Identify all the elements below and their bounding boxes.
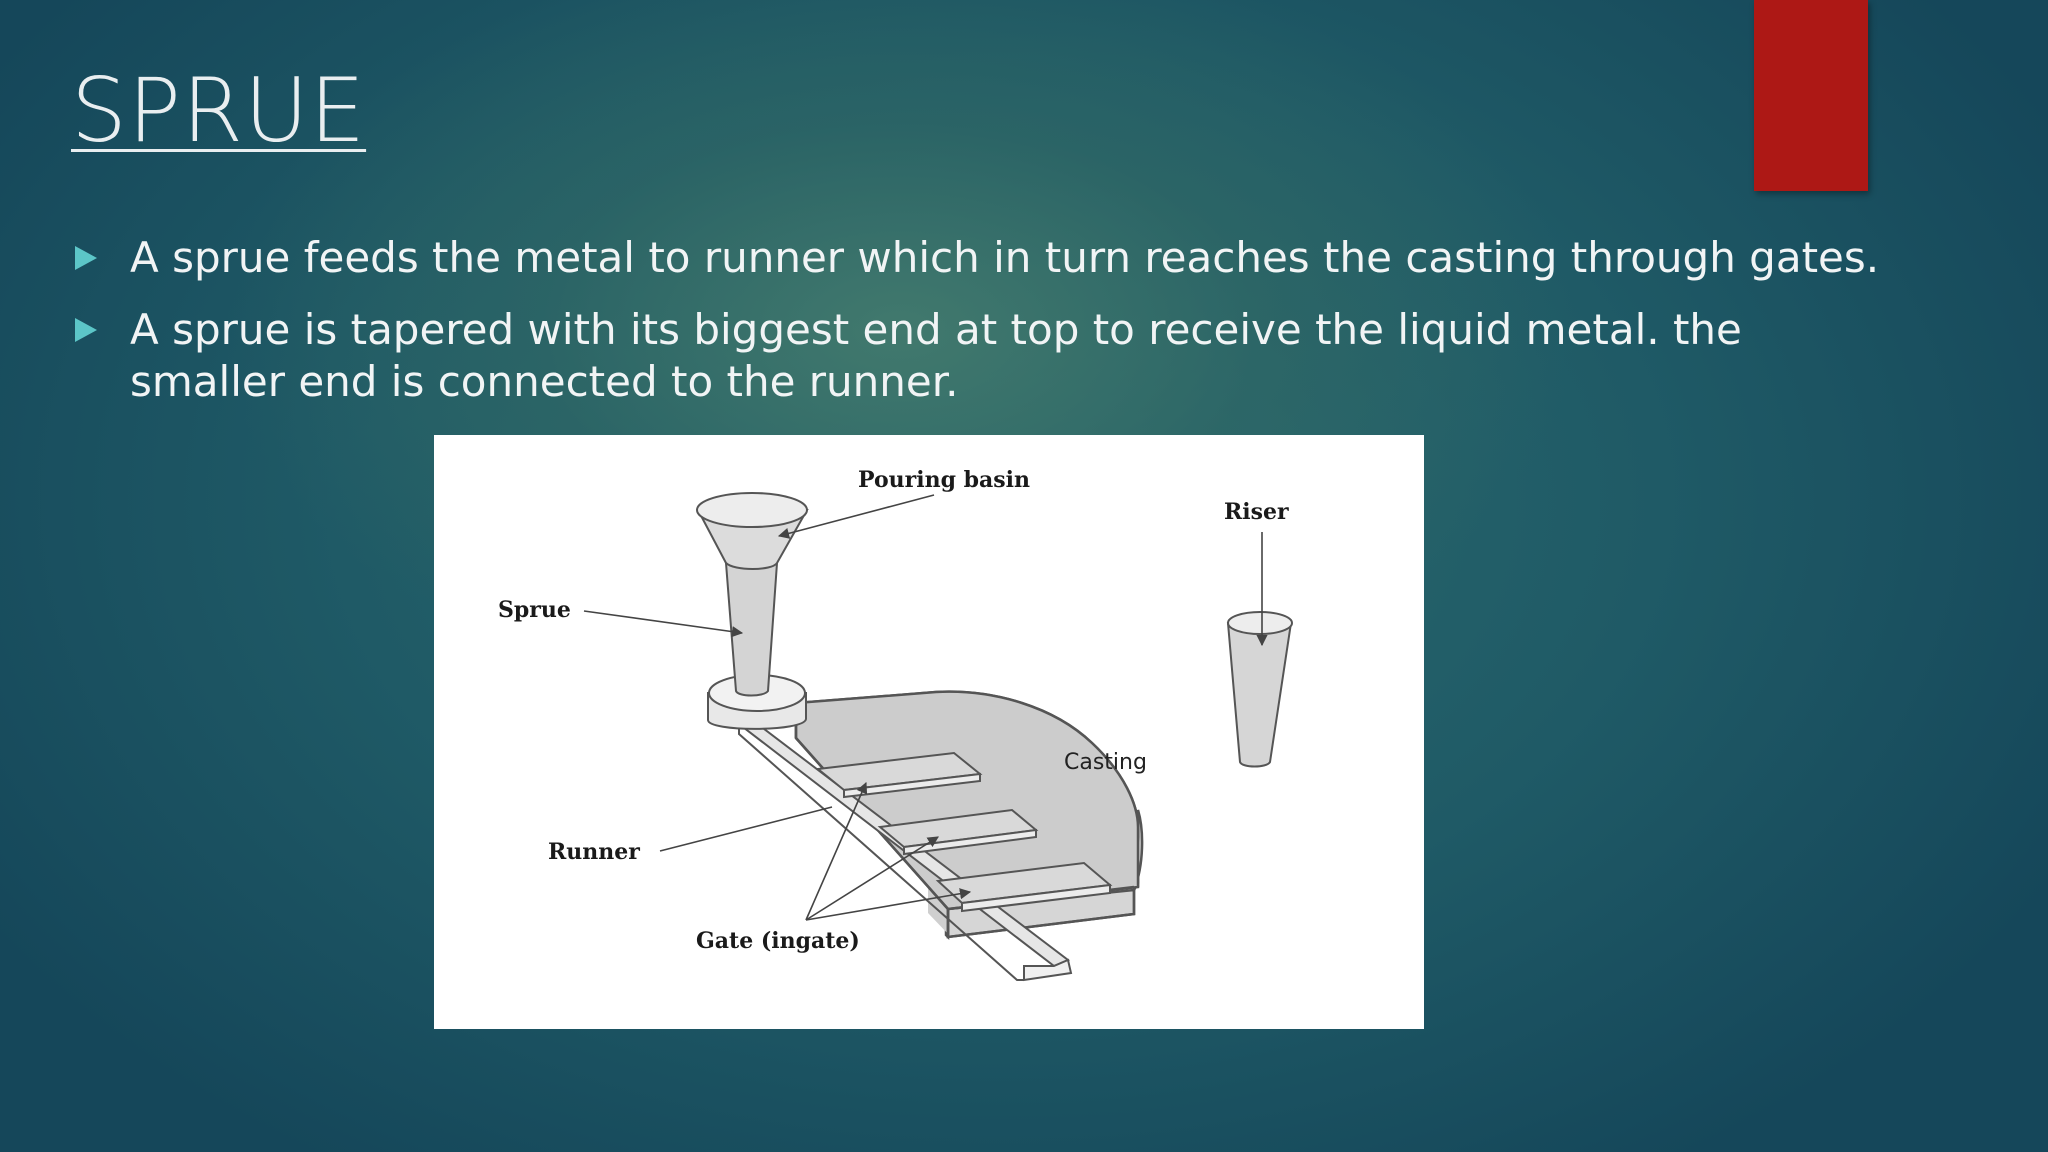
diagram-svg: Pouring basin Riser Sprue Casting Runner… [498,467,1293,982]
pouring-basin-shape [696,492,809,570]
accent-bar [1754,0,1868,191]
sprue-shape [724,562,779,697]
label-runner: Runner [548,839,640,865]
bullet-text: A sprue feeds the metal to runner which … [130,233,1880,282]
bullet-text: A sprue is tapered with its biggest end … [130,305,1742,406]
label-casting: Casting [1064,750,1147,775]
gate-shapes [815,751,1113,913]
leader-lines [583,494,1268,921]
casting-shape [794,690,1144,941]
triangle-bullet-icon [75,318,97,342]
slide-title: SPRUE [71,59,367,162]
gating-system-diagram: Pouring basin Riser Sprue Casting Runner… [434,435,1424,1029]
label-riser: Riser [1224,499,1289,525]
triangle-bullet-icon [75,246,97,270]
bullet-list: A sprue feeds the metal to runner which … [71,232,1901,428]
bullet-item: A sprue is tapered with its biggest end … [71,304,1901,408]
label-gate: Gate (ingate) [696,928,860,954]
riser-shape [1226,611,1293,768]
label-sprue: Sprue [498,597,571,623]
bullet-item: A sprue feeds the metal to runner which … [71,232,1901,284]
label-pouring-basin: Pouring basin [858,467,1030,493]
